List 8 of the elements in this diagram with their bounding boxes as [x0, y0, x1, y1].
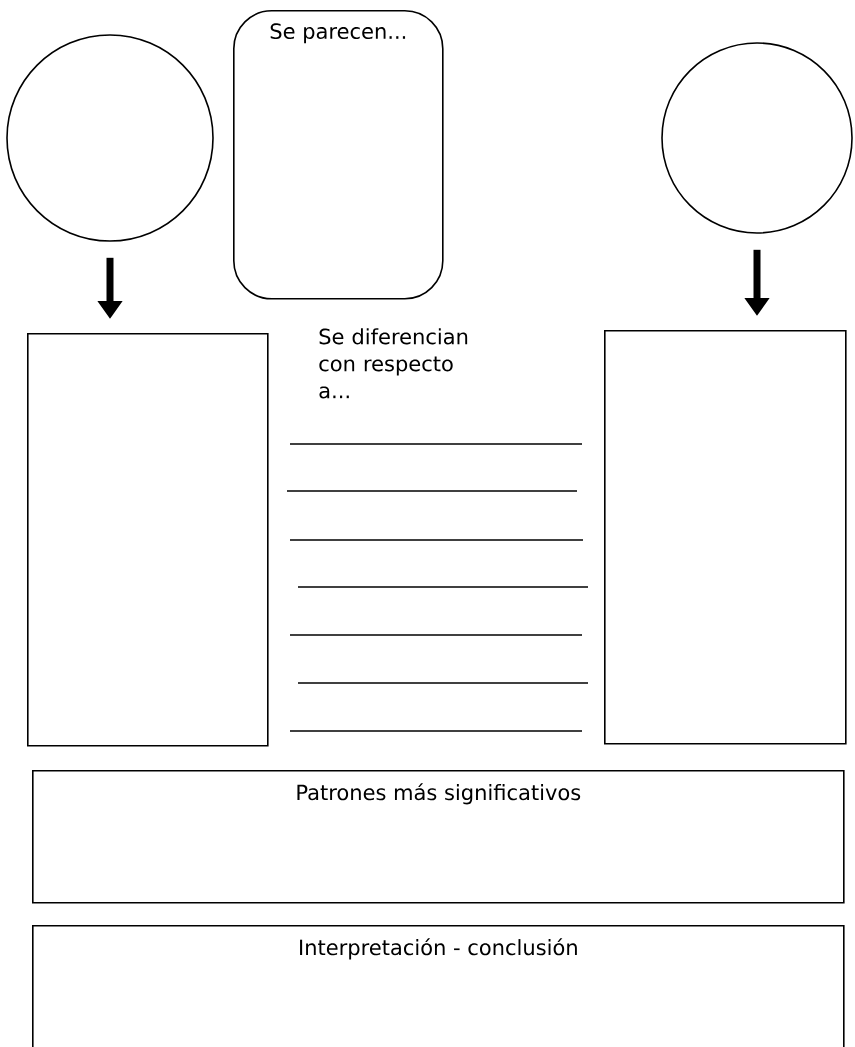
- rounded-box: Se parecen...: [233, 10, 444, 300]
- text-box: Interpretación - conclusión: [32, 925, 845, 1047]
- empty-circle: [661, 42, 853, 234]
- prompt-text: Se diferencian con respecto a...: [319, 328, 468, 399]
- empty-circle: [6, 34, 214, 242]
- text-box: Patrones más significativos: [32, 770, 845, 904]
- empty-box: [27, 333, 269, 747]
- empty-box: [604, 330, 847, 745]
